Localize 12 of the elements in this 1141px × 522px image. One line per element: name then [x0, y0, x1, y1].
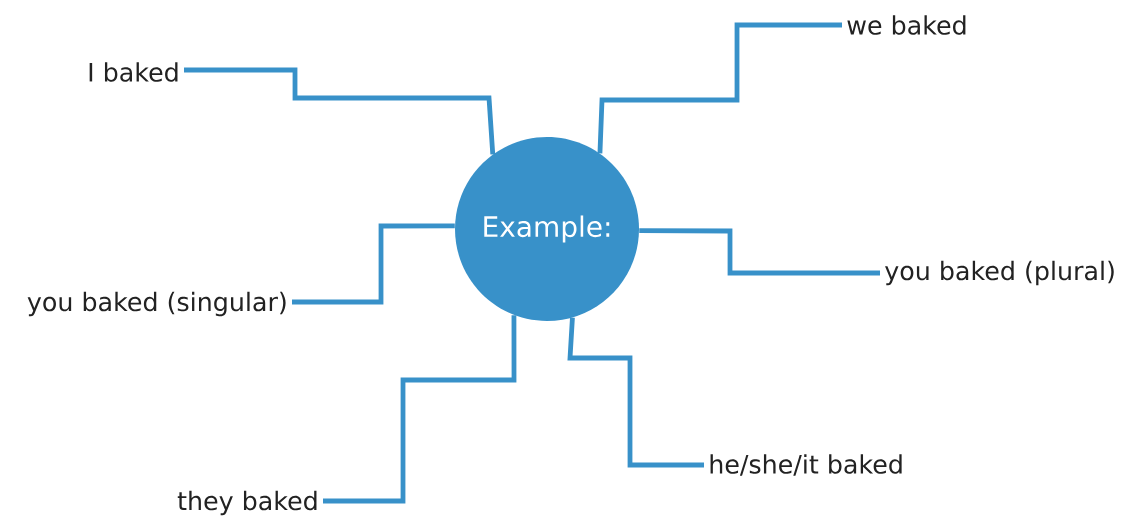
branch-label: they baked: [177, 490, 317, 516]
branch-label: I baked: [89, 62, 178, 82]
connector-line: [639, 228, 880, 276]
connector-line: [567, 317, 704, 468]
connector-line: [184, 67, 496, 155]
branch-label: he/she/it baked: [710, 454, 902, 476]
branch-label: you baked (plural): [885, 260, 1114, 286]
connector-line: [597, 22, 842, 154]
branch-label: you baked (singular): [27, 291, 286, 317]
connector-line: [292, 223, 455, 305]
branch-label: we baked: [847, 15, 966, 35]
connector-line: [323, 315, 517, 504]
